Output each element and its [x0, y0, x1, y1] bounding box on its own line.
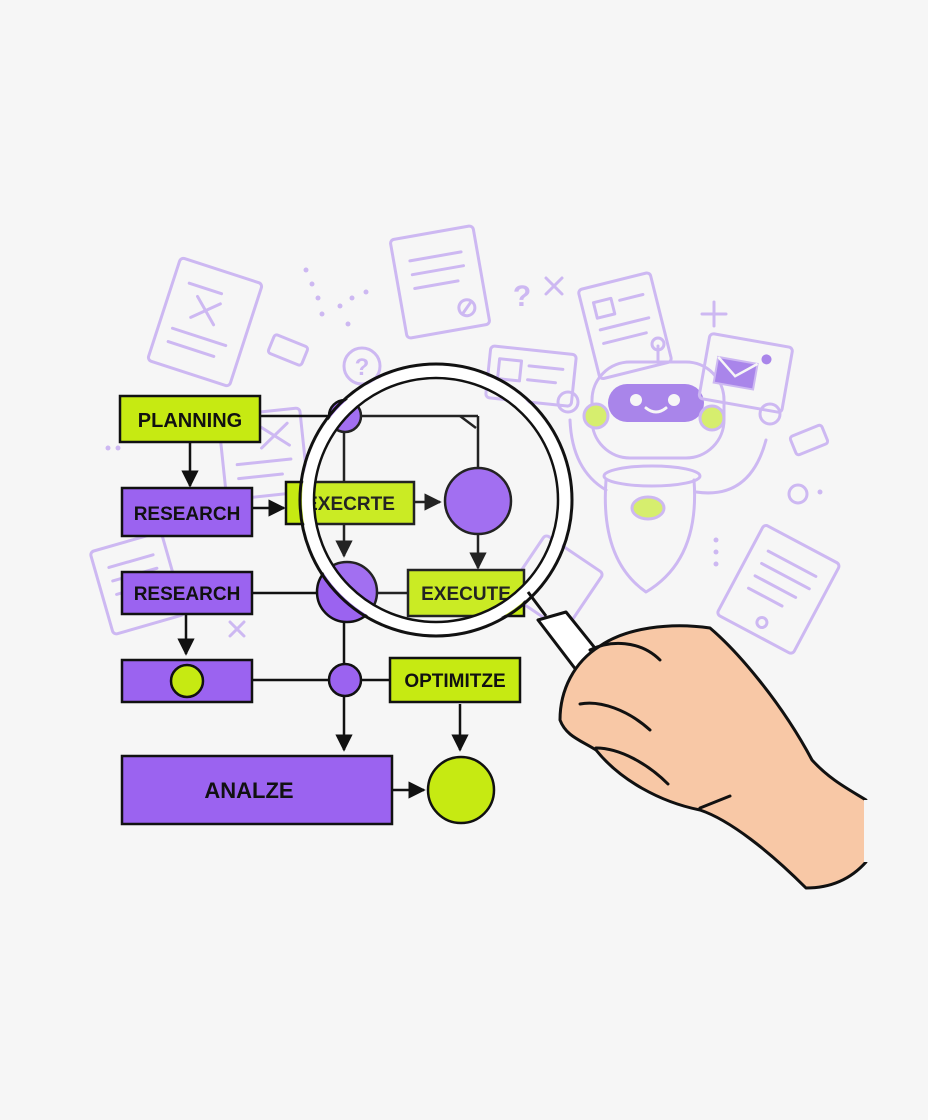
background-doodles: ? ?	[89, 224, 841, 655]
flowchart: PLANNING RESEARCH EXECRTE RESEARCH EXECU…	[118, 394, 526, 826]
research-label-2: RESEARCH	[134, 584, 241, 605]
envelope-icon	[697, 332, 794, 414]
flowchart-connectors	[177, 414, 487, 799]
execute-label-1: EXECRTE	[305, 494, 395, 515]
node-circle-small	[327, 662, 363, 698]
analyze-box	[120, 754, 394, 826]
document-icon	[577, 271, 673, 380]
analyze-label: ANALZE	[204, 778, 293, 803]
document-icon	[146, 256, 264, 388]
planning-box	[118, 394, 262, 444]
research-box-2	[120, 570, 254, 616]
document-icon	[389, 224, 491, 340]
research-box-1	[120, 486, 254, 538]
document-icon	[716, 524, 841, 655]
execute-label-2: EXECUTE	[421, 584, 511, 605]
svg-text:?: ?	[355, 354, 370, 381]
svg-text:?: ?	[513, 280, 531, 313]
cross-doodles	[228, 276, 728, 638]
optimize-label: OPTIMITZE	[404, 671, 505, 692]
robot-icon	[484, 332, 794, 594]
node-circle-end	[426, 755, 496, 825]
dotted-trail	[105, 267, 823, 567]
planning-label: PLANNING	[138, 410, 242, 432]
node-circle-right	[443, 466, 513, 536]
question-mark-icon: ?	[342, 346, 382, 386]
node-circle-inbox	[169, 663, 205, 699]
optimize-box	[388, 656, 522, 704]
research-label-1: RESEARCH	[134, 504, 241, 525]
hand-illustration	[558, 624, 868, 890]
